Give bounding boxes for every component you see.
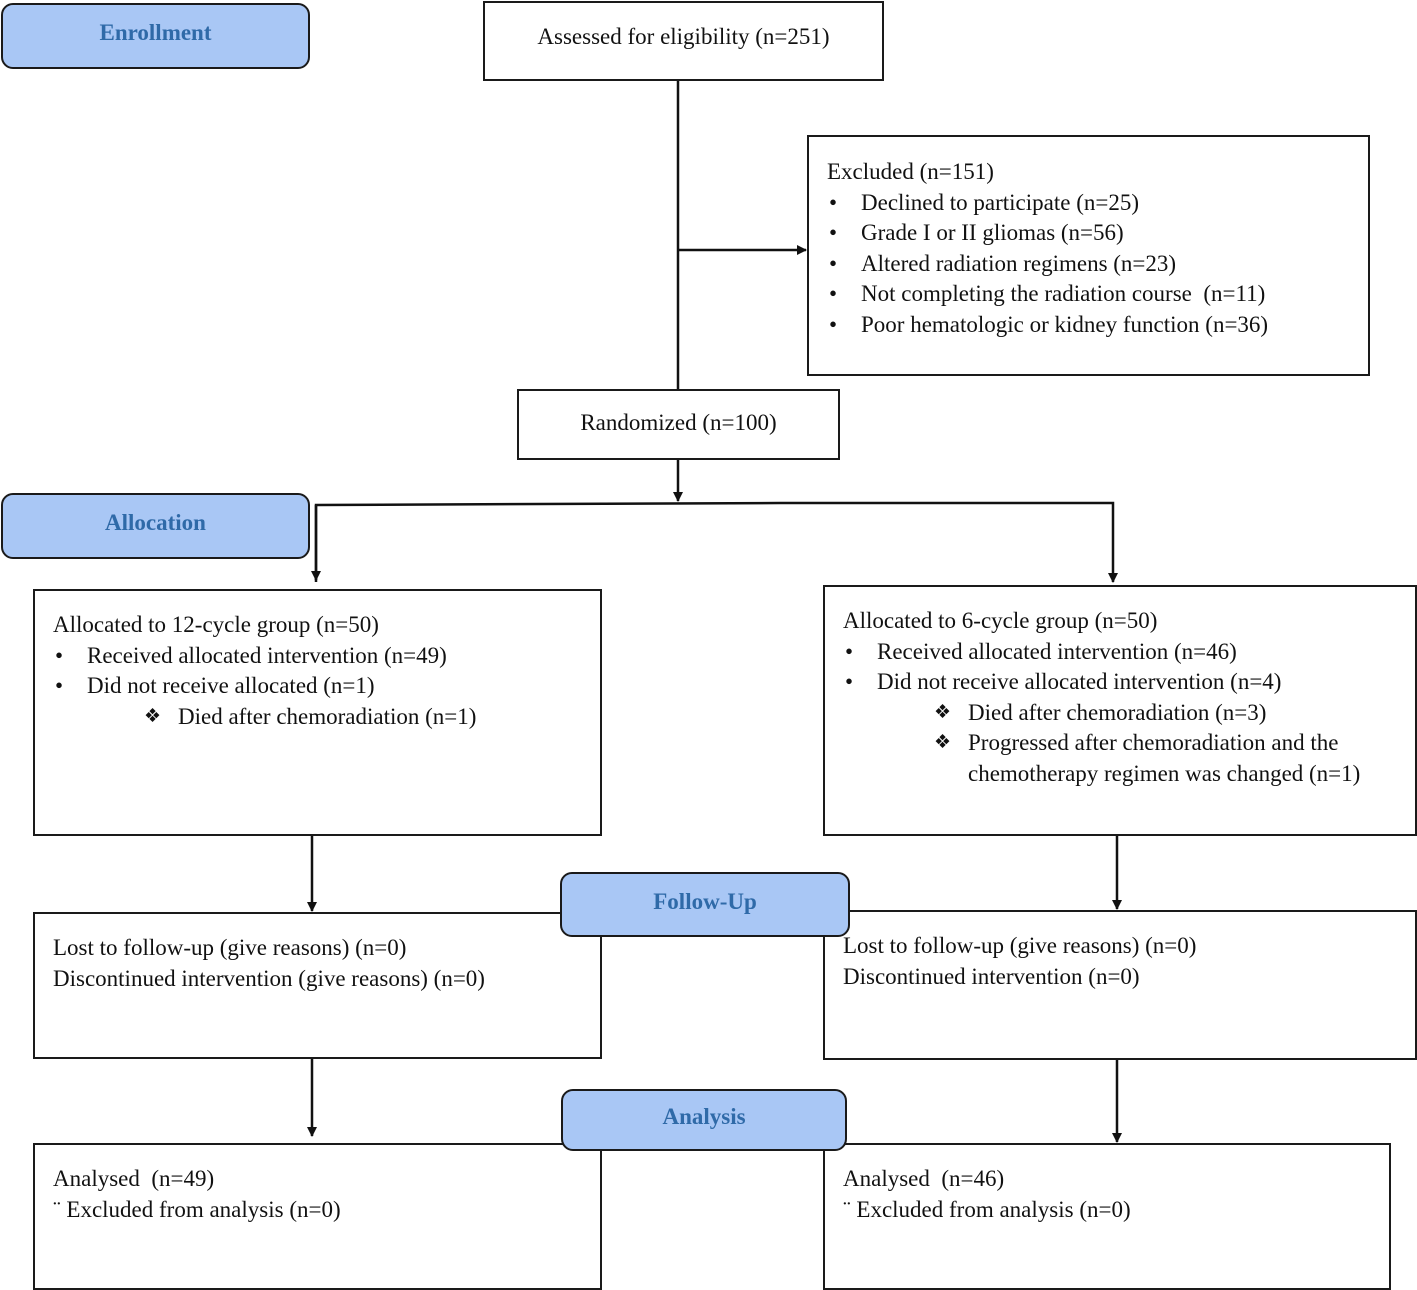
stage-label-enrollment: Enrollment	[1, 3, 310, 69]
followup-right-discontinued: Discontinued intervention (n=0)	[843, 963, 1140, 989]
analysis-right-excluded: ¨ Excluded from analysis (n=0)	[843, 1196, 1131, 1222]
followup-left-box: Lost to follow-up (give reasons) (n=0) D…	[33, 912, 602, 1059]
followup-right-box: Lost to follow-up (give reasons) (n=0) D…	[823, 910, 1417, 1060]
connector-split-bar	[314, 501, 1118, 583]
excluded-box: Excluded (n=151) Declined to participate…	[807, 135, 1370, 376]
excluded-item: Grade I or II gliomas (n=56)	[827, 218, 1368, 249]
allocation-left-subitem: Died after chemoradiation (n=1)	[144, 702, 600, 733]
followup-right-lost: Lost to follow-up (give reasons) (n=0)	[843, 933, 1197, 958]
excluded-item: Poor hematologic or kidney function (n=3…	[827, 310, 1368, 341]
allocation-right-item: Received allocated intervention (n=46)	[843, 637, 1415, 668]
allocation-left-item: Did not receive allocated (n=1)	[53, 671, 600, 702]
analysis-left-excluded: ¨ Excluded from analysis (n=0)	[53, 1196, 341, 1222]
stage-label-analysis: Analysis	[561, 1089, 847, 1151]
allocation-right-subitem: Died after chemoradiation (n=3)	[934, 698, 1384, 729]
assessed-box: Assessed for eligibility (n=251)	[483, 1, 884, 81]
excluded-item: Declined to participate (n=25)	[827, 188, 1368, 219]
allocation-left-title: Allocated to 12-cycle group (n=50)	[53, 612, 379, 637]
allocation-left-box: Allocated to 12-cycle group (n=50) Recei…	[33, 589, 602, 836]
assessed-text: Assessed for eligibility (n=251)	[537, 23, 830, 49]
allocation-right-box: Allocated to 6-cycle group (n=50) Receiv…	[823, 585, 1417, 836]
stage-label-allocation: Allocation	[1, 493, 310, 559]
analysis-right-box: Analysed (n=46) ¨ Excluded from analysis…	[823, 1143, 1391, 1290]
allocation-right-item: Did not receive allocated intervention (…	[843, 667, 1415, 698]
analysis-right-analysed: Analysed (n=46)	[843, 1166, 1005, 1191]
allocation-right-title: Allocated to 6-cycle group (n=50)	[843, 608, 1158, 633]
followup-left-discontinued: Discontinued intervention (give reasons)…	[53, 965, 485, 991]
excluded-title: Excluded (n=151)	[827, 159, 994, 184]
stage-label-follow-up: Follow-Up	[560, 872, 850, 937]
excluded-item: Not completing the radiation course (n=1…	[827, 279, 1368, 310]
analysis-left-analysed: Analysed (n=49)	[53, 1166, 215, 1191]
randomized-box: Randomized (n=100)	[517, 389, 840, 460]
analysis-left-box: Analysed (n=49) ¨ Excluded from analysis…	[33, 1143, 602, 1290]
excluded-item: Altered radiation regimens (n=23)	[827, 249, 1368, 280]
followup-left-lost: Lost to follow-up (give reasons) (n=0)	[53, 935, 407, 960]
allocation-left-item: Received allocated intervention (n=49)	[53, 641, 600, 672]
allocation-right-subitem: Progressed after chemoradiation and the …	[934, 728, 1384, 789]
randomized-text: Randomized (n=100)	[580, 410, 777, 436]
